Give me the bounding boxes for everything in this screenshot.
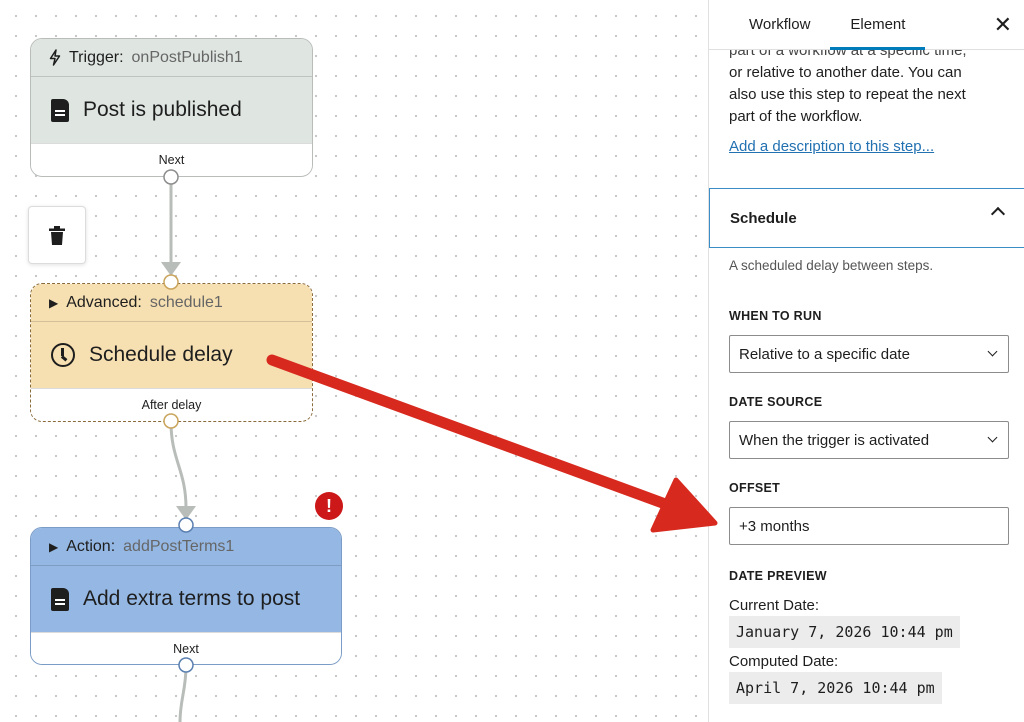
lightning-icon [49, 49, 61, 66]
error-badge[interactable]: ! [315, 492, 343, 520]
trash-icon [49, 225, 65, 245]
node-title: Post is published [83, 98, 242, 121]
action-node-header: ▶ Action: addPostTerms1 [31, 528, 341, 566]
action-node[interactable]: ▶ Action: addPostTerms1 Add extra terms … [30, 527, 342, 665]
date-preview-label: Date preview [729, 569, 827, 583]
annotation-arrowhead [650, 477, 718, 533]
current-date-value: January 7, 2026 10:44 pm [729, 616, 960, 648]
node-footer: Next [31, 143, 312, 175]
schedule-panel-toggle[interactable]: Schedule [709, 188, 1024, 248]
close-icon[interactable]: ✕ [993, 12, 1012, 37]
connector-arrowhead [161, 262, 181, 276]
step-description: part of a workflow at a specific time, o… [729, 40, 1009, 128]
advanced-node-header: ▶ Advanced: schedule1 [31, 284, 312, 322]
node-identifier: onPostPublish1 [131, 48, 243, 66]
tab-element[interactable]: Element [830, 0, 925, 50]
add-description-link[interactable]: Add a description to this step... [729, 138, 935, 155]
connector-arrowhead [176, 506, 196, 520]
node-identifier: schedule1 [149, 293, 223, 311]
triangle-right-icon[interactable]: ▶ [49, 539, 59, 554]
computed-date-label: Computed Date: [729, 653, 839, 670]
trigger-node-header: Trigger: onPostPublish1 [31, 39, 312, 77]
current-date-label: Current Date: [729, 597, 820, 614]
select-value: When the trigger is activated [739, 431, 930, 449]
input-value: +3 months [739, 517, 810, 535]
workflow-canvas[interactable]: Trigger: onPostPublish1 Post is publishe… [0, 0, 708, 722]
trigger-node-body: Post is published [31, 77, 312, 143]
date-source-label: Date source [729, 395, 823, 409]
date-source-select[interactable]: When the trigger is activated [729, 421, 1009, 459]
select-value: Relative to a specific date [739, 345, 910, 363]
settings-sidebar: part of a workflow at a specific time, o… [708, 0, 1024, 722]
offset-label: Offset [729, 481, 781, 495]
node-title: Add extra terms to post [83, 587, 301, 610]
description-line: part of the workflow. [729, 108, 863, 125]
when-to-run-label: When to run [729, 309, 822, 323]
description-line: or relative to another date. You can [729, 64, 962, 81]
document-icon [51, 587, 69, 611]
delete-node-button[interactable] [28, 206, 86, 264]
panel-help-text: A scheduled delay between steps. [729, 258, 934, 273]
node-kind-label: Action: [66, 537, 116, 555]
advanced-node-body: Schedule delay [31, 322, 312, 388]
computed-date-value: April 7, 2026 10:44 pm [729, 672, 942, 704]
node-identifier: addPostTerms1 [123, 537, 235, 555]
document-icon [51, 98, 69, 122]
sidebar-tabs: Workflow Element ✕ [709, 0, 1024, 50]
triangle-right-icon[interactable]: ▶ [49, 295, 59, 310]
panel-title: Schedule [730, 209, 797, 227]
annotation-arrow-line [266, 354, 674, 511]
connector-line [169, 421, 188, 509]
description-line: also use this step to repeat the next [729, 86, 966, 103]
tab-workflow[interactable]: Workflow [749, 16, 811, 33]
trigger-node[interactable]: Trigger: onPostPublish1 Post is publishe… [30, 38, 313, 177]
action-node-body: Add extra terms to post [31, 566, 341, 632]
clock-icon [51, 343, 75, 367]
node-kind-label: Trigger: [69, 48, 124, 66]
node-title: Schedule delay [89, 343, 233, 366]
when-to-run-select[interactable]: Relative to a specific date [729, 335, 1009, 373]
offset-input[interactable]: +3 months [729, 507, 1009, 545]
node-kind-label: Advanced: [66, 293, 142, 311]
